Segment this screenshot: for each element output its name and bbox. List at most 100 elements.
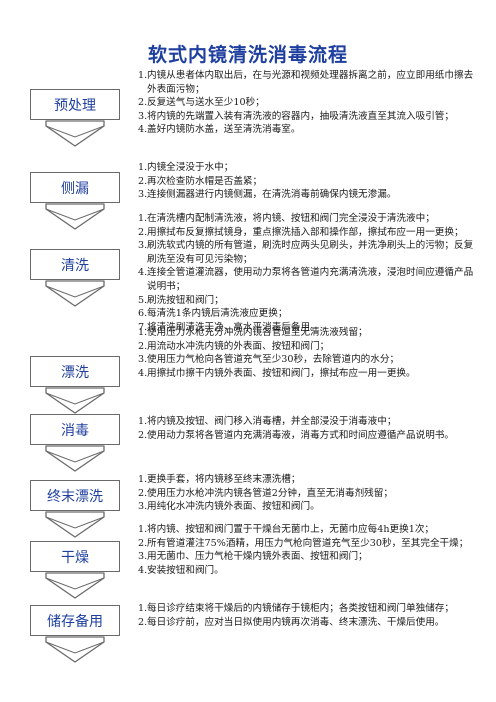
detail-item: 1.在清洗槽内配制清洗液，将内镜、按钮和阀门完全浸没于清洗液中； [138, 212, 478, 226]
step-label: 消毒 [61, 422, 89, 439]
detail-item: 1.内镜从患者体内取出后，在与光源和视频处理器拆离之前，应立即用纸巾擦去外表面污… [138, 69, 478, 96]
detail-number: 3. [138, 240, 148, 252]
detail-text: 用纯化水冲洗内镜外表面、按钮和阀门。 [147, 501, 320, 513]
detail-item: 2.反复送气与送水至少10秒； [138, 96, 478, 110]
detail-item: 3.用无菌巾、压力气枪干燥内镜外表面、按钮和阀门； [138, 550, 478, 564]
detail-number: 2. [138, 226, 148, 238]
detail-text: 连接全管道灌流器，使用动力泵将各管道内充满清洗液，浸泡时间应遵循产品说明书； [147, 267, 474, 292]
detail-number: 1. [138, 603, 148, 614]
detail-item: 1.更换手套，将内镜移至终末漂洗槽； [138, 473, 478, 487]
detail-text: 每清洗1条内镜后清洗液应更换； [147, 308, 288, 320]
detail-text: 内镜全浸没于水中； [147, 162, 234, 173]
step-details: 1.在清洗槽内配制清洗液，将内镜、按钮和阀门完全浸没于清洗液中；2.用擦拭布反复… [138, 212, 478, 334]
down-arrow-icon [45, 572, 105, 599]
detail-number: 1. [138, 162, 148, 173]
step-details: 1.将内镜及按钮、阀门移入消毒槽，并全部浸没于消毒液中；2.使用动力泵将各管道内… [138, 415, 478, 442]
detail-number: 3. [138, 551, 148, 563]
detail-text: 每日诊疗结束将干燥后的内镜储存于镜柜内；各类按钮和阀门单独储存； [147, 603, 454, 614]
detail-number: 1. [138, 416, 148, 427]
down-arrow-icon [45, 203, 105, 230]
detail-number: 1. [138, 474, 148, 485]
page-title: 软式内镜清洗消毒流程 [147, 44, 348, 66]
down-arrow-icon [45, 511, 105, 538]
step-box: 干燥 [30, 541, 120, 572]
down-arrow-icon [45, 387, 105, 414]
detail-item: 2.使用动力泵将各管道内充满消毒液，消毒方式和时间应遵循产品说明书。 [138, 429, 478, 443]
detail-item: 2.再次检查防水帽是否盖紧； [138, 175, 478, 189]
detail-text: 将内镜及按钮、阀门移入消毒槽，并全部浸没于消毒液中； [147, 416, 397, 427]
detail-number: 2. [138, 616, 148, 628]
detail-item: 4.用擦拭巾擦干内镜外表面、按钮和阀门，擦拭布应一用一更换。 [138, 367, 478, 381]
down-arrow-icon [45, 280, 105, 307]
detail-number: 3. [138, 501, 148, 513]
detail-item: 2.每日诊疗前，应对当日拟使用内镜再次消毒、终末漂洗、干燥后使用。 [138, 616, 478, 630]
detail-text: 使用动力泵将各管道内充满消毒液，消毒方式和时间应遵循产品说明书。 [147, 429, 454, 441]
detail-number: 4. [138, 124, 148, 136]
step-label: 储存备用 [47, 613, 103, 630]
detail-item: 1.内镜全浸没于水中； [138, 161, 478, 175]
detail-number: 2. [138, 487, 148, 499]
detail-text: 盖好内镜防水盖，送至清洗消毒室。 [147, 124, 301, 136]
detail-item: 3.使用压力气枪向各管道充气至少30秒，去除管道内的水分； [138, 353, 478, 367]
step-box: 终末漂洗 [30, 480, 120, 511]
detail-item: 5.刷洗按钮和阀门； [138, 294, 478, 308]
detail-text: 每日诊疗前，应对当日拟使用内镜再次消毒、终末漂洗、干燥后使用。 [147, 616, 445, 628]
detail-item: 1.将内镜、按钮和阀门置于干燥台无菌巾上，无菌巾应每4h更换1次； [138, 523, 478, 537]
step-box: 侧漏 [30, 172, 120, 203]
step-label: 侧漏 [61, 180, 89, 197]
step-box: 储存备用 [30, 605, 120, 636]
detail-item: 7.将清洗刷清洗干净，高水平消毒后备用。 [138, 321, 478, 335]
detail-item: 4.连接全管道灌流器，使用动力泵将各管道内充满清洗液，浸泡时间应遵循产品说明书； [138, 266, 478, 293]
detail-number: 1. [138, 327, 148, 338]
detail-number: 1. [138, 70, 148, 81]
detail-text: 安装按钮和阀门。 [147, 564, 224, 576]
detail-item: 1.将内镜及按钮、阀门移入消毒槽，并全部浸没于消毒液中； [138, 415, 478, 429]
detail-number: 2. [138, 340, 148, 352]
detail-text: 将清洗刷清洗干净，高水平消毒后备用。 [147, 321, 320, 333]
detail-text: 所有管道灌注75%酒精，用压力气枪向管道充气至少30秒，至其完全干燥； [147, 537, 469, 549]
detail-number: 2. [138, 537, 148, 549]
detail-item: 4.盖好内镜防水盖，送至清洗消毒室。 [138, 123, 478, 137]
detail-number: 2. [138, 175, 148, 187]
detail-item: 3.刷洗软式内镜的所有管道，刷洗时应两头见刷头，并洗净刷头上的污物；反复刷洗至没… [138, 239, 478, 266]
step-details: 1.使用压力水枪充分冲洗内镜各管道至无清洗液残留；2.用流动水冲洗内镜的外表面、… [138, 326, 478, 380]
step-details: 1.将内镜、按钮和阀门置于干燥台无菌巾上，无菌巾应每4h更换1次；2.所有管道灌… [138, 523, 478, 577]
detail-text: 反复送气与送水至少10秒； [147, 97, 265, 109]
detail-item: 3.将内镜的先端置入装有清洗液的容器内，抽吸清洗液直至其流入吸引管； [138, 110, 478, 124]
detail-text: 用流动水冲洗内镜的外表面、按钮和阀门； [147, 340, 330, 352]
detail-number: 2. [138, 429, 148, 441]
detail-text: 使用压力气枪向各管道充气至少30秒，去除管道内的水分； [147, 354, 400, 366]
detail-number: 4. [138, 367, 148, 379]
detail-text: 在清洗槽内配制清洗液，将内镜、按钮和阀门完全浸没于清洗液中； [147, 213, 435, 224]
detail-number: 1. [138, 524, 148, 535]
detail-text: 再次检查防水帽是否盖紧； [147, 175, 263, 187]
detail-number: 1. [138, 213, 148, 224]
detail-text: 刷洗软式内镜的所有管道，刷洗时应两头见刷头，并洗净刷头上的污物；反复刷洗至没有可… [147, 240, 474, 265]
step-label: 清洗 [61, 257, 89, 274]
down-arrow-icon [45, 120, 105, 147]
step-box: 消毒 [30, 414, 120, 445]
step-label: 干燥 [61, 549, 89, 566]
detail-item: 6.每清洗1条内镜后清洗液应更换； [138, 307, 478, 321]
step-label: 终末漂洗 [47, 488, 103, 505]
step-box: 清洗 [30, 249, 120, 280]
step-details: 1.内镜全浸没于水中；2.再次检查防水帽是否盖紧；3.连接侧漏器进行内镜侧漏，在… [138, 161, 478, 202]
detail-number: 4. [138, 564, 148, 576]
detail-number: 6. [138, 308, 148, 320]
detail-text: 更换手套，将内镜移至终末漂洗槽； [147, 474, 301, 485]
detail-item: 1.每日诊疗结束将干燥后的内镜储存于镜柜内；各类按钮和阀门单独储存； [138, 602, 478, 616]
detail-text: 用无菌巾、压力气枪干燥内镜外表面、按钮和阀门； [147, 551, 368, 563]
down-arrow-icon [45, 636, 105, 663]
detail-number: 3. [138, 110, 148, 122]
step-box: 预处理 [30, 89, 120, 120]
detail-text: 刷洗按钮和阀门； [147, 294, 224, 306]
detail-item: 4.安装按钮和阀门。 [138, 564, 478, 578]
down-arrow-icon [45, 445, 105, 472]
detail-item: 1.使用压力水枪充分冲洗内镜各管道至无清洗液残留； [138, 326, 478, 340]
detail-text: 用擦拭巾擦干内镜外表面、按钮和阀门，擦拭布应一用一更换。 [147, 367, 416, 379]
detail-number: 4. [138, 267, 148, 279]
detail-text: 使用压力水枪冲洗内镜各管道2分钟，直至无消毒剂残留； [147, 487, 393, 499]
step-details: 1.每日诊疗结束将干燥后的内镜储存于镜柜内；各类按钮和阀门单独储存；2.每日诊疗… [138, 602, 478, 629]
detail-number: 5. [138, 294, 148, 306]
detail-item: 3.连接侧漏器进行内镜侧漏，在清洗消毒前确保内镜无渗漏。 [138, 188, 478, 202]
